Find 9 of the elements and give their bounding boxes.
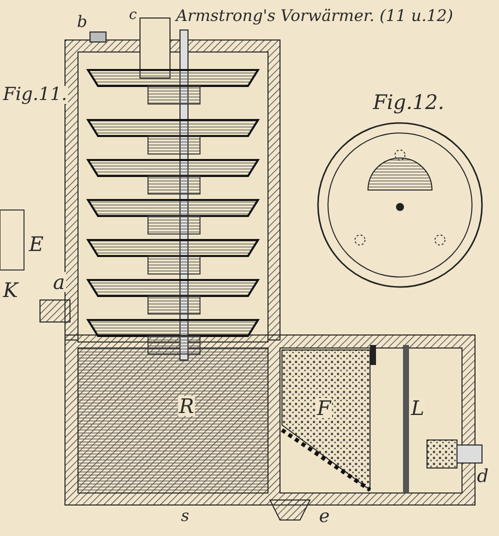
part-label: F xyxy=(316,398,332,418)
part-label: K xyxy=(2,280,19,300)
part-label: E xyxy=(28,234,45,254)
figure-label: Fig.12. xyxy=(372,92,446,112)
part-label: R xyxy=(178,396,196,416)
part-label: L xyxy=(410,398,426,418)
figure-label: Fig.11. xyxy=(2,86,68,104)
part-label: b xyxy=(76,14,88,30)
part-label: a xyxy=(52,272,66,292)
